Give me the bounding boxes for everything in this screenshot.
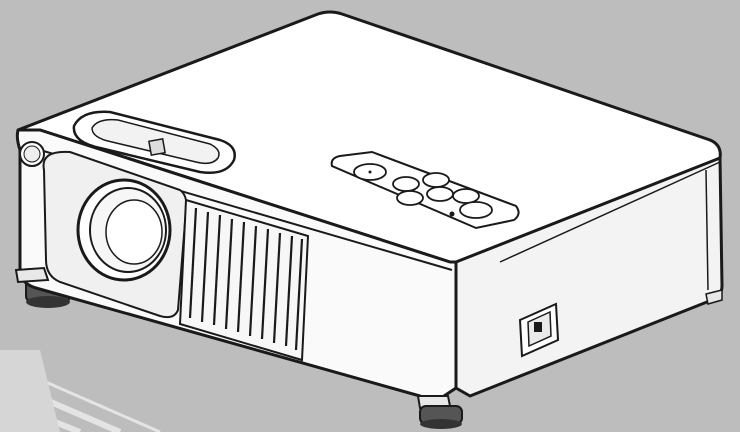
menu-down-button[interactable]: [396, 190, 424, 206]
vent-grille: [178, 198, 310, 362]
background-highlight: [0, 350, 60, 432]
projection-lens: [76, 178, 172, 282]
power-inlet[interactable]: [518, 302, 560, 358]
vent-slat: [224, 218, 234, 330]
menu-up-button[interactable]: [422, 172, 450, 188]
vent-slat: [188, 207, 198, 319]
zoom-focus-ring[interactable]: [72, 110, 236, 174]
vent-slat: [248, 225, 258, 337]
vent-slat: [260, 228, 270, 340]
status-led: [449, 211, 455, 217]
menu-right-button[interactable]: [452, 188, 480, 204]
vent-slat: [200, 211, 210, 323]
menu-left-button[interactable]: [392, 176, 420, 192]
input-button[interactable]: [459, 201, 493, 219]
body-edge-line-side: [499, 161, 721, 263]
foot-front-left: [14, 266, 50, 284]
vent-slat: [294, 238, 304, 351]
vent-slat: [272, 232, 282, 344]
vent-slat: [212, 214, 222, 326]
foot-back-right: [705, 289, 723, 305]
side-seam: [705, 169, 709, 291]
menu-enter-button[interactable]: [426, 186, 454, 202]
vent-slat: [284, 235, 294, 347]
ir-sensor: [19, 141, 45, 167]
foot-front-right: [416, 395, 463, 429]
vent-slat: [236, 221, 246, 333]
control-panel: [330, 150, 520, 230]
